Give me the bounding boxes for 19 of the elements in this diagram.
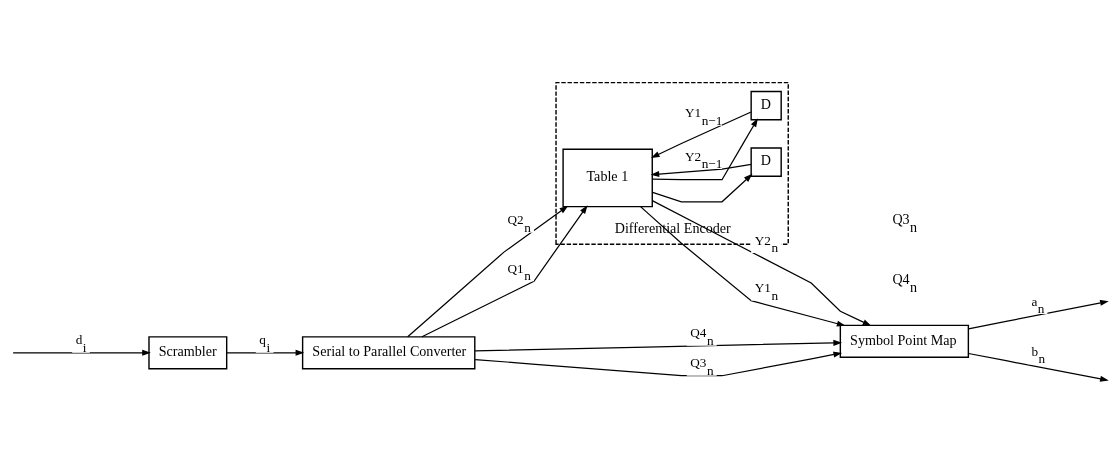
arrow [967,299,1109,330]
arrow [652,173,753,203]
arrow [640,206,846,327]
node-box: Serial to Parallel Converter [301,336,476,370]
arrow [650,163,752,178]
node-box: Scrambler [148,336,228,370]
node-box: Table 1 [562,148,653,208]
arrow [651,200,872,327]
node-box: Symbol Point Map [839,324,970,358]
arrow [407,205,569,338]
node-box: D [750,90,782,121]
arrow [652,118,758,181]
arrow [421,205,588,338]
arrow [650,111,752,158]
arrow [12,349,151,356]
node-box: D [750,147,782,177]
arrow [474,339,843,352]
arrow [226,349,305,356]
arrow [967,352,1109,382]
